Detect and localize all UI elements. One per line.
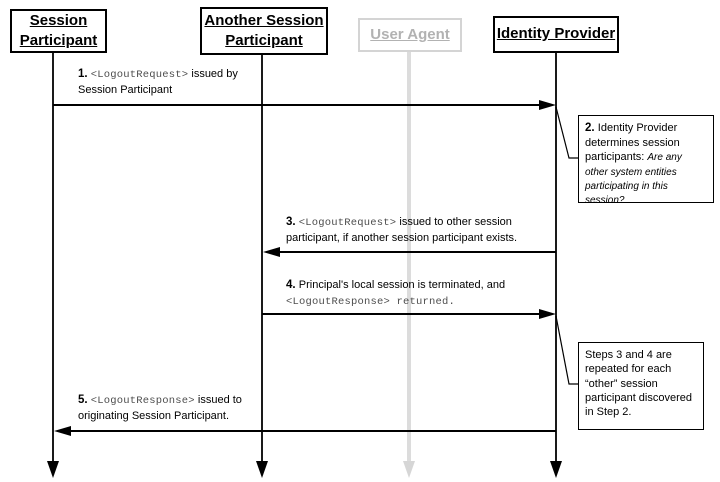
- message-4-line: [262, 313, 540, 315]
- actor-identity-provider: Identity Provider: [493, 16, 619, 53]
- actor-another-session-participant: Another Session Participant: [200, 7, 328, 55]
- lifeline-arrowhead-icon: [403, 461, 415, 478]
- lifeline-arrowhead-icon: [47, 461, 59, 478]
- lifeline-arrowhead-icon: [256, 461, 268, 478]
- lifeline-arrowhead-icon: [550, 461, 562, 478]
- message-5-arrowhead-icon: [54, 426, 71, 436]
- lifeline-session-participant: [52, 53, 54, 462]
- actor-session-participant: Session Participant: [10, 9, 107, 53]
- message-5-line: [67, 430, 556, 432]
- message-1-line: [53, 104, 540, 106]
- note-step-2: 2. Identity Provider determines session …: [578, 115, 714, 206]
- lifeline-identity-provider: [555, 53, 557, 462]
- message-3-arrowhead-icon: [263, 247, 280, 257]
- message-1-arrowhead-icon: [539, 100, 556, 110]
- actor-user-agent: User Agent: [358, 18, 462, 52]
- note-steps-3-4: Steps 3 and 4 are repeated for each “oth…: [578, 342, 704, 430]
- message-3-label: 3. <LogoutRequest> issued to other sessi…: [286, 216, 518, 245]
- message-4-label: 4. Principal's local session is terminat…: [286, 279, 506, 308]
- message-3-line: [276, 251, 556, 253]
- lifeline-user-agent: [407, 52, 411, 462]
- lifeline-another-session-participant: [261, 55, 263, 462]
- message-4-arrowhead-icon: [539, 309, 556, 319]
